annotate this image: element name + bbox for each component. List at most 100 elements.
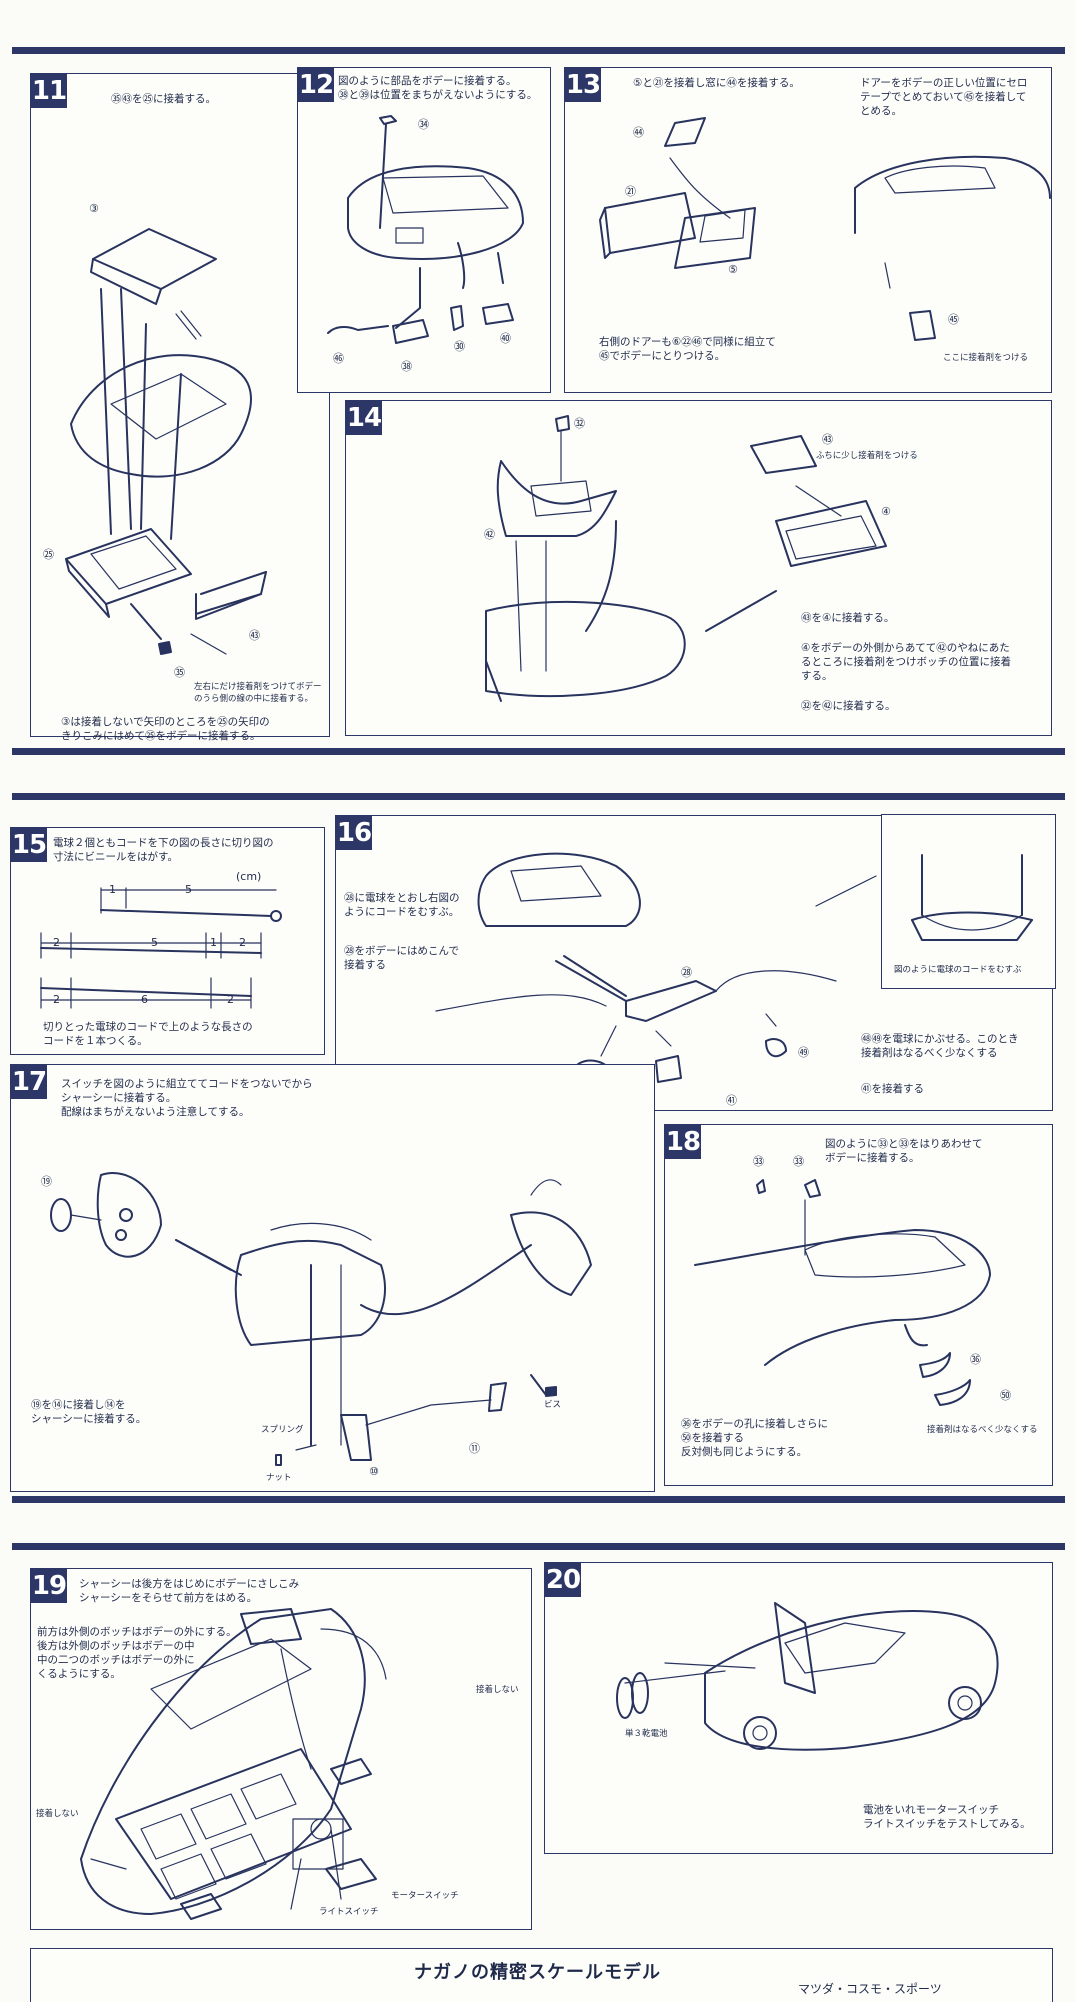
step-16-panel: 16 ㉘に電球をとおし右図の ようにコードをむすぶ。 ㉘をボデーにはめこんで 接… (335, 814, 1056, 1111)
part-label: ⑲ (41, 1175, 52, 1188)
instruction-text: ㉘に電球をとおし右図の (344, 892, 460, 904)
inset-panel: 図のように電球のコードをむすぶ (881, 814, 1056, 989)
part-caption: ビス (544, 1400, 562, 1410)
step-number: 16 (336, 816, 372, 850)
step-20-panel: 20 単３乾電池 電池をいれモータースイッチ ライトスイッチをテストしてみる。 (544, 1562, 1053, 1854)
part-label: ㊺ (948, 313, 959, 326)
part-label: ㊾ (798, 1046, 809, 1059)
step-number: 19 (31, 1569, 67, 1603)
part-label: ㉜ (574, 417, 585, 430)
dimension-label: 1 (109, 883, 116, 896)
step-number: 12 (298, 68, 334, 102)
step-11-panel: 11 ㉟㊸を㉕に接着する。 ③ ㉕ ㊸ ㉟ 左右にだけ接着剤をつけてボデー のう… (30, 73, 330, 742)
part-label: ㊳ (401, 360, 412, 373)
instruction-text: コードを１本つくる。 (43, 1035, 148, 1047)
instruction-text: ④をボデーの外側からあてて㊷のやねにあた (801, 642, 1010, 654)
instruction-text: シャーシーに接着する。 (61, 1092, 177, 1104)
part-label: ㉚ (454, 340, 465, 353)
footer-title: ナガノの精密スケールモデル (414, 1962, 661, 1983)
instruction-text: 電池をいれモータースイッチ (863, 1804, 999, 1816)
divider-rule (12, 1543, 1065, 1550)
assembly-illustration (435, 852, 877, 1083)
assembly-illustration (616, 1602, 999, 1751)
instruction-text: シャーシーをそらせて前方をはめる。 (79, 1592, 258, 1604)
assembly-illustration (80, 1608, 387, 1920)
assembly-illustration (599, 117, 1051, 341)
instruction-text: ㉜を㊷に接着する。 (801, 700, 896, 712)
step-17-panel: 17 スイッチを図のように組立ててコードをつないでから シャーシーに接着する。 … (10, 1064, 655, 1492)
instruction-text: ㉟㊸を㉕に接着する。 (111, 93, 216, 105)
instruction-text: ㉘をボデーにはめこんで (344, 945, 459, 957)
instruction-text: ライトスイッチをテストしてみる。 (863, 1818, 1031, 1830)
note-text: 接着剤はなるべく少なくする (927, 1425, 1038, 1435)
step-14-panel: 14 ㉜ ㊸ ふちに少し接着剤をつける ④ ㊷ ㊸を④に接着する。 ④をボデーの… (345, 400, 1052, 736)
instruction-text: ボデーに接着する。 (825, 1152, 920, 1164)
note-text: 接着しない (476, 1685, 519, 1695)
note-text: のうら側の線の中に接着する。 (194, 694, 314, 704)
instruction-text: とめる。 (860, 105, 902, 117)
instruction-text: 図のように部品をボデーに接着する。 (338, 75, 517, 87)
part-label: ㊵ (500, 332, 511, 345)
part-label: ③ (89, 202, 99, 215)
assembly-illustration (50, 1172, 592, 1466)
dimension-label: 6 (141, 993, 148, 1006)
dimension-label: 5 (151, 936, 158, 949)
part-label: ㊻ (333, 352, 344, 365)
part-label: ㉟ (174, 666, 185, 679)
part-label: ㉘ (681, 966, 692, 979)
step-number: 20 (545, 1563, 581, 1597)
instruction-text: くるようにする。 (37, 1668, 121, 1680)
instruction-text: スイッチを図のように組立ててコードをつないでから (61, 1078, 313, 1090)
part-label: ㉞ (418, 118, 429, 131)
part-label: ㉑ (625, 185, 636, 198)
dimension-label: 2 (53, 993, 60, 1006)
assembly-illustration (327, 115, 524, 344)
battery-label: 単３乾電池 (625, 1729, 668, 1739)
divider-rule (12, 793, 1065, 800)
part-label: ㊸ (822, 433, 833, 446)
part-label: ㊿ (1000, 1389, 1011, 1402)
note-text: ふちに少し接着剤をつける (816, 451, 918, 461)
assembly-illustration (65, 228, 267, 655)
instruction-text: きりこみにはめて㉕をボデーに接着する。 (61, 730, 261, 742)
instruction-text: ㊳と㊴は位置をまちがえないようにする。 (338, 89, 538, 101)
instruction-text: 接着剤はなるべく少なくする (861, 1047, 998, 1059)
instruction-text: 中の二つのボッチはボデーの外に (37, 1654, 195, 1666)
instruction-text: テープでとめておいて㊺を接着して (860, 91, 1027, 103)
instruction-text: 接着する (344, 959, 386, 971)
instruction-text: 前方は外側のボッチはボデーの外にする。 (37, 1626, 237, 1638)
part-label: ㊷ (484, 528, 495, 541)
part-label: ㉝ (793, 1155, 804, 1168)
assembly-illustration (694, 1179, 991, 1406)
step-number: 13 (565, 68, 601, 102)
dimension-label: 2 (227, 993, 234, 1006)
assembly-illustration (485, 415, 887, 702)
part-label: ㉕ (43, 548, 54, 561)
instruction-text: ㊺でボデーにとりつける。 (599, 350, 726, 362)
part-label: ㊸ (249, 629, 260, 642)
instruction-text: ⑲を⑭に接着し⑭を (31, 1399, 126, 1411)
instruction-text: 電球２個ともコードを下の図の長さに切り図の (53, 837, 274, 849)
instruction-text: ㊸を④に接着する。 (801, 612, 895, 624)
part-label: ⑪ (469, 1442, 480, 1455)
footer-model-name: マツダ・コスモ・スポーツ (798, 1982, 942, 1996)
part-caption: ライトスイッチ (319, 1907, 379, 1917)
instruction-text: 配線はまちがえないよう注意してする。 (61, 1106, 250, 1118)
instruction-text: 右側のドアーも⑥㉒㊻で同様に組立て (599, 336, 776, 348)
step-15-panel: 15 電球２個ともコードを下の図の長さに切り図の 寸法にビニールをはがす。 (c… (10, 827, 325, 1055)
instruction-text: ㊱をボデーの孔に接着しさらに (681, 1418, 828, 1430)
dimension-label: 2 (239, 936, 246, 949)
instruction-text: るところに接着剤をつけボッチの位置に接着 (801, 656, 1011, 668)
divider-rule (12, 748, 1065, 755)
dimension-label: 1 (210, 936, 217, 949)
instruction-text: する。 (801, 670, 833, 682)
step-number: 14 (346, 401, 382, 435)
part-label: ㊶ (726, 1094, 737, 1107)
step-number: 17 (11, 1065, 47, 1099)
wire-diagram (40, 887, 282, 1009)
instruction-text: ドアーをボデーの正しい位置にセロ (860, 77, 1028, 89)
instruction-text: ㊶を接着する (861, 1083, 924, 1095)
instruction-text: ⑤と㉑を接着し窓に㊹を接着する。 (633, 77, 800, 89)
instruction-text: ㊽㊾を電球にかぶせる。このとき (861, 1033, 1019, 1045)
note-text: 接着しない (36, 1809, 79, 1819)
